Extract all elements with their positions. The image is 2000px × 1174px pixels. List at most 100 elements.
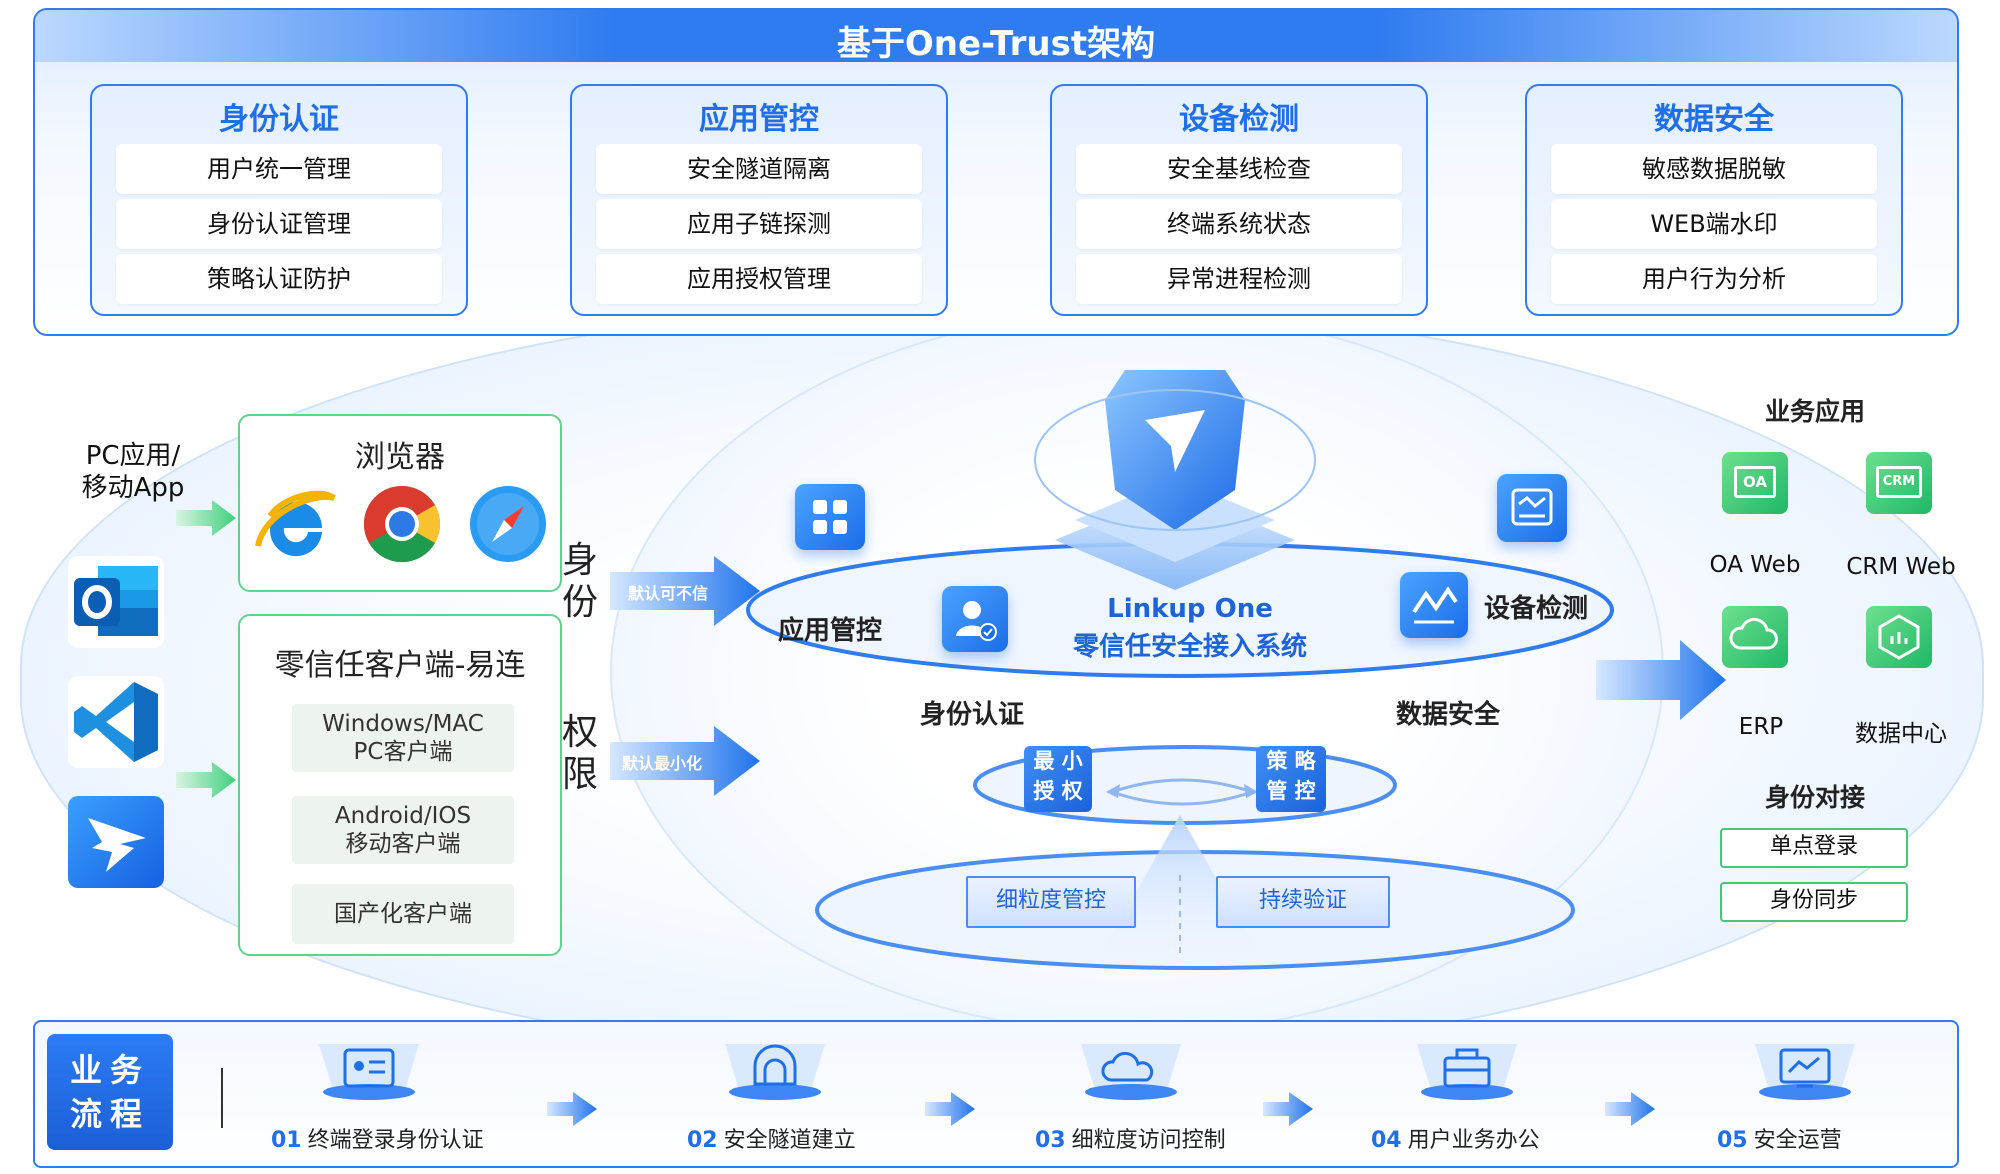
business-title: 业务应用: [1764, 397, 1865, 426]
tunnel-icon: [725, 1044, 825, 1100]
step-arrow-icon: [925, 1092, 975, 1126]
dingtalk-icon: [68, 796, 164, 888]
identity-char: 份: [561, 582, 598, 623]
architecture-title: 基于One-Trust架构: [836, 24, 1156, 64]
sso-pill: 单点登录: [1720, 828, 1908, 868]
cloud-icon: [1081, 1044, 1181, 1100]
permission-word: 权 限: [560, 712, 600, 796]
policy-tile: 策 略 管 控: [1256, 746, 1326, 812]
step-text: 安全运营: [1753, 1128, 1842, 1153]
green-arrow-icon: [176, 500, 236, 536]
step-arrow-icon: [1263, 1092, 1313, 1126]
browser-box: 浏览器: [238, 414, 562, 592]
step-text: 细粒度访问控制: [1071, 1128, 1226, 1153]
id-card-icon: [319, 1044, 419, 1100]
data-security-tile: [1400, 572, 1468, 638]
source-label: PC应用/ 移动App: [81, 441, 185, 503]
category-item: 敏感数据脱敏: [1551, 144, 1877, 194]
app-label-data-center: 数据中心: [1855, 721, 1947, 747]
user-check-icon: [956, 601, 997, 641]
module-data-security: 数据安全: [1396, 700, 1501, 730]
outlook-icon: [68, 556, 164, 648]
category-item: 身份认证管理: [116, 199, 442, 249]
step-text: 终端登录身份认证: [307, 1128, 484, 1153]
client-title: 零信任客户端-易连: [274, 648, 526, 683]
step-number: 03: [1035, 1128, 1066, 1153]
category-item: 终端系统状态: [1076, 199, 1402, 249]
category-identity: 身份认证 用户统一管理 身份认证管理 策略认证防护: [90, 84, 468, 316]
category-item: WEB端水印: [1551, 199, 1877, 249]
step-text: 安全隧道建立: [723, 1128, 856, 1153]
erp-cloud-icon: [1722, 606, 1788, 668]
step-number: 02: [687, 1128, 718, 1153]
architecture-panel: 基于One-Trust架构 身份认证 用户统一管理 身份认证管理 策略认证防护 …: [33, 8, 1959, 336]
pill-fine-grained: 细粒度管控: [966, 876, 1136, 928]
arrow-label-identity: 默认可不信: [628, 584, 709, 603]
step-arrow-icon: [1605, 1092, 1655, 1126]
badge-text: 流程: [69, 1095, 150, 1133]
tile-text: 策 略: [1266, 749, 1316, 773]
safari-browser-icon: [470, 486, 546, 562]
system-name: Linkup One: [1107, 594, 1273, 624]
identity-char: 身: [561, 540, 598, 581]
category-device-check: 设备检测 安全基线检查 终端系统状态 异常进程检测: [1050, 84, 1428, 316]
browser-title: 浏览器: [355, 440, 445, 475]
category-app-control: 应用管控 安全隧道隔离 应用子链探测 应用授权管理: [570, 84, 948, 316]
bidirectional-arrow-icon: [1106, 778, 1258, 806]
chart-line-icon: [1412, 586, 1458, 624]
category-data-security: 数据安全 敏感数据脱敏 WEB端水印 用户行为分析: [1525, 84, 1903, 316]
blue-arrow-icon: [610, 726, 760, 796]
chrome-browser-icon: [363, 485, 441, 563]
category-item: 用户统一管理: [116, 144, 442, 194]
step-number: 01: [271, 1128, 302, 1153]
module-identity: 身份认证: [920, 700, 1025, 730]
category-title: 设备检测: [1179, 102, 1299, 137]
category-item: 应用授权管理: [596, 254, 922, 304]
crm-badge-text: CRM: [1876, 466, 1922, 498]
architecture-title-bar: [35, 10, 1957, 62]
tile-text: 管 控: [1266, 779, 1316, 803]
category-item: 异常进程检测: [1076, 254, 1402, 304]
min-auth-tile: 最 小 授 权: [1024, 746, 1092, 812]
category-title: 身份认证: [219, 102, 339, 137]
app-label-oa: OA Web: [1709, 552, 1801, 578]
category-item: 用户行为分析: [1551, 254, 1877, 304]
green-arrow-icon: [176, 762, 236, 798]
identity-title: 身份对接: [1764, 783, 1865, 812]
category-item: 策略认证防护: [116, 254, 442, 304]
ie-browser-icon: [255, 490, 336, 557]
badge-text: 业务: [69, 1051, 150, 1089]
vscode-icon: [68, 676, 164, 768]
category-item: 应用子链探测: [596, 199, 922, 249]
client-item-pc: Windows/MAC PC客户端: [292, 704, 514, 772]
step-number: 05: [1717, 1128, 1748, 1153]
module-device-check: 设备检测: [1484, 594, 1589, 624]
blue-arrow-icon: [610, 556, 760, 626]
oa-badge-text: OA: [1734, 466, 1776, 498]
grid-icon: [813, 500, 847, 534]
blue-arrow-icon: [1596, 640, 1726, 720]
permission-char: 权: [561, 712, 598, 753]
step-number: 04: [1371, 1128, 1402, 1153]
crm-app-icon: CRM: [1866, 452, 1932, 514]
divider: [221, 1068, 223, 1128]
app-label-erp: ERP: [1738, 714, 1784, 740]
zero-trust-client-box: 零信任客户端-易连 Windows/MAC PC客户端 Android/IOS …: [238, 614, 562, 956]
app-control-tile: [795, 484, 865, 550]
client-item-mobile: Android/IOS 移动客户端: [292, 796, 514, 864]
process-badge: 业务 流程: [47, 1034, 173, 1150]
system-subtitle: 零信任安全接入系统: [1072, 632, 1307, 662]
identity-sync-pill: 身份同步: [1720, 882, 1908, 922]
identity-tile: [942, 586, 1008, 652]
module-app-control: 应用管控: [778, 616, 883, 646]
oa-app-icon: OA: [1722, 452, 1788, 514]
device-check-tile: [1497, 474, 1567, 542]
briefcase-icon: [1417, 1044, 1517, 1100]
monitor-chart-icon: [1755, 1044, 1855, 1100]
